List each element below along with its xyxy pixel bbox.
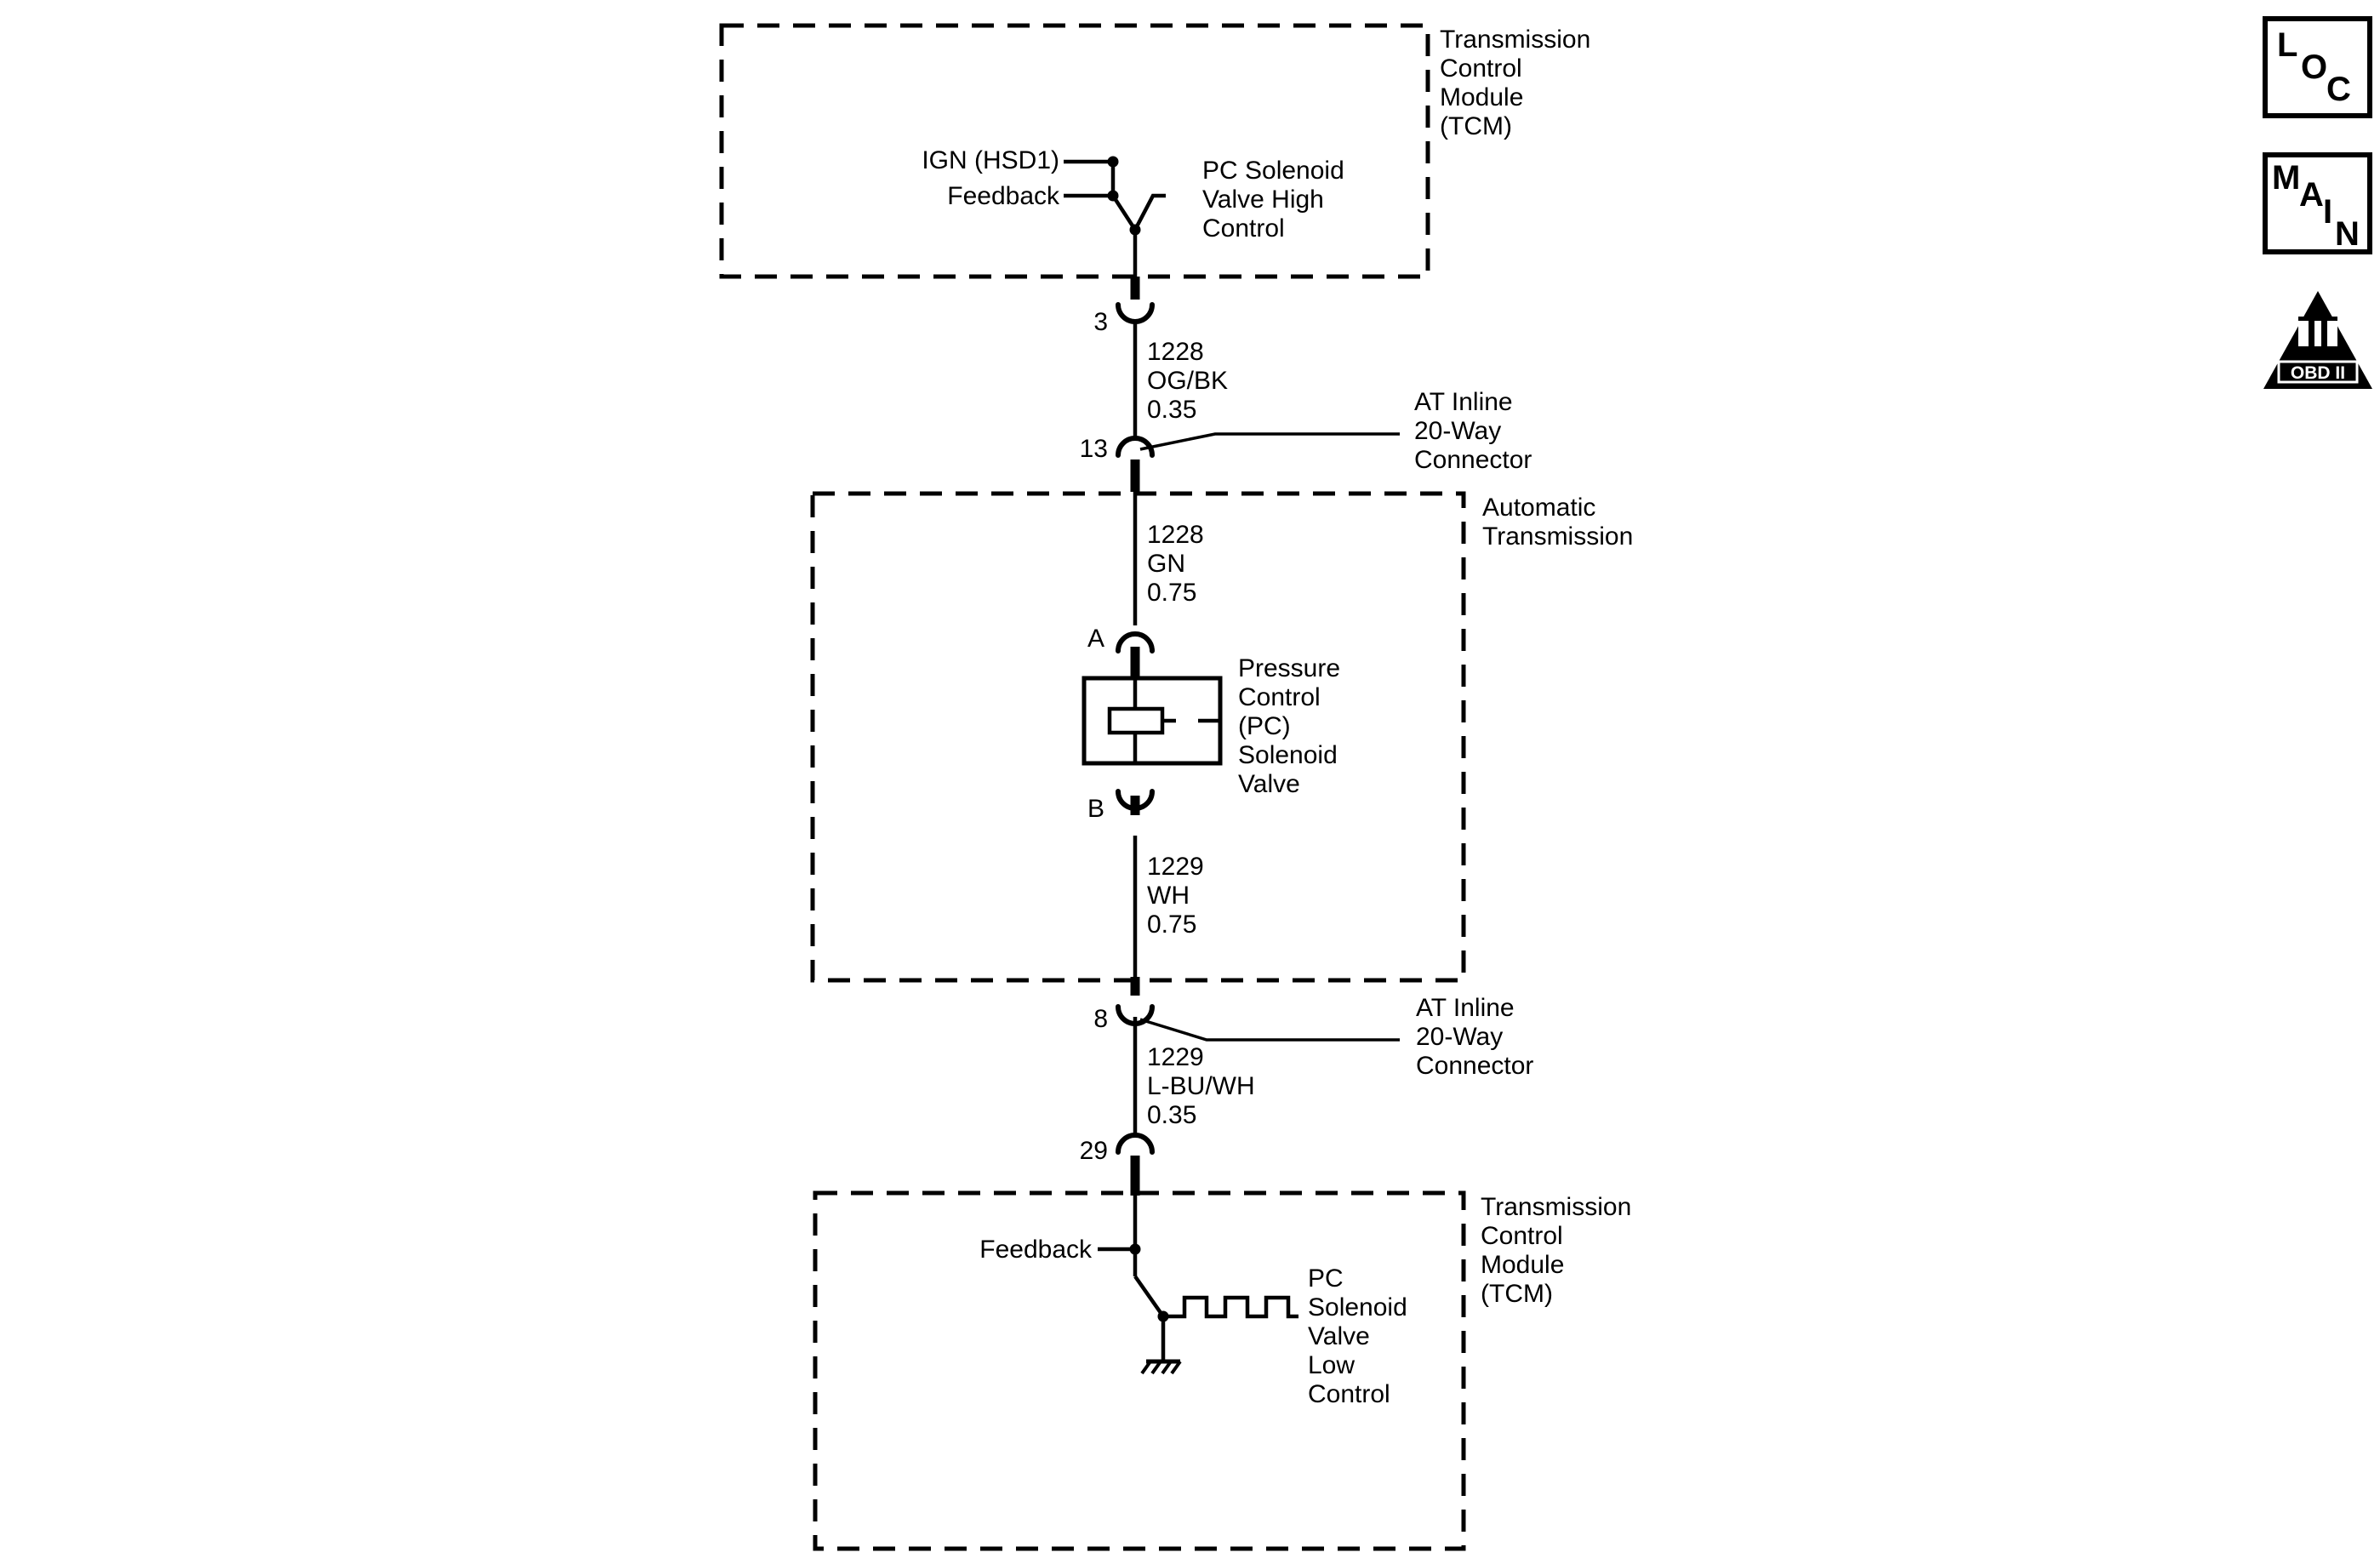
- switch-node-top: [1129, 224, 1141, 236]
- main-icon[interactable]: M A I N: [2263, 152, 2372, 254]
- low-control-line-4: Low: [1308, 1351, 1355, 1379]
- pin-8-contact: [1116, 1004, 1155, 1026]
- tcm-bottom-boundary: [813, 1190, 1466, 1551]
- low-control-line-1: PC: [1308, 1264, 1344, 1293]
- loc-letter-o: O: [2301, 49, 2327, 86]
- wire-w4-label: 1229 L-BU/WH 0.35: [1147, 1043, 1255, 1129]
- pin-a-contact: [1116, 631, 1155, 654]
- main-letter-a: A: [2299, 176, 2324, 214]
- pin-29-contact: [1116, 1133, 1155, 1155]
- pin-label-3: 3: [1093, 308, 1108, 336]
- wire-w2-color: GN: [1147, 550, 1185, 578]
- wire-w3-circuit: 1229: [1147, 853, 1204, 881]
- pin-label-b: B: [1087, 795, 1104, 823]
- low-control-line-3: Valve: [1308, 1322, 1370, 1350]
- wire-w1-color: OG/BK: [1147, 367, 1228, 395]
- wire-w1-label: 1228 OG/BK 0.35: [1147, 338, 1228, 424]
- inline-upper-leader: [1139, 432, 1400, 451]
- solenoid-label-line-2: Control: [1238, 683, 1321, 711]
- feedback-label-top: Feedback: [947, 182, 1060, 210]
- feedback-node-bottom: [1129, 1243, 1141, 1255]
- feedback-label-bottom: Feedback: [979, 1236, 1093, 1264]
- inline-connector-upper: AT Inline 20-Way Connector: [1139, 388, 1532, 474]
- inline-lower-line-3: Connector: [1416, 1052, 1533, 1080]
- inline-lower-line-1: AT Inline: [1416, 994, 1515, 1022]
- connector-arcs: [1116, 302, 1155, 1155]
- low-side-switch-arm: [1133, 1275, 1165, 1318]
- main-letter-i: I: [2323, 193, 2332, 231]
- main-letter-n: N: [2335, 215, 2360, 253]
- wire-w1-gauge: 0.35: [1147, 396, 1196, 424]
- tcm-top-title-line-3: Module: [1440, 83, 1523, 111]
- automatic-transmission-title-line-2: Transmission: [1482, 522, 1633, 551]
- automatic-transmission-title-line-1: Automatic: [1482, 494, 1595, 522]
- solenoid-housing: [1082, 676, 1223, 766]
- main-letter-m: M: [2272, 159, 2300, 197]
- solenoid-label-line-1: Pressure: [1238, 654, 1340, 682]
- tcm-bottom-module: Transmission Control Module (TCM) Feedba…: [813, 1190, 1631, 1551]
- switch-arm-left: [1111, 194, 1137, 231]
- inline-lower-line-2: 20-Way: [1416, 1023, 1503, 1051]
- tcm-top-title-line-4: (TCM): [1440, 112, 1512, 140]
- obd-ii-label: OBD II: [2291, 363, 2345, 383]
- wire-w4-gauge: 0.35: [1147, 1101, 1196, 1129]
- inline-upper-line-3: Connector: [1414, 446, 1532, 474]
- obd-ii-icon[interactable]: OBD II: [2263, 291, 2372, 389]
- tcm-top-module: Transmission Control Module (TCM) IGN (H…: [719, 23, 1590, 279]
- wire-w2-gauge: 0.75: [1147, 579, 1196, 607]
- pin-label-a: A: [1087, 625, 1104, 653]
- solenoid-label-line-3: (PC): [1238, 712, 1291, 740]
- wire-w3-gauge: 0.75: [1147, 910, 1196, 939]
- ign-node: [1107, 156, 1119, 168]
- pin-label-29: 29: [1080, 1137, 1108, 1165]
- solenoid-coil-icon: [1107, 706, 1165, 735]
- tcm-bottom-title-line-1: Transmission: [1481, 1193, 1631, 1221]
- low-control-line-2: Solenoid: [1308, 1293, 1407, 1321]
- pin-label-8: 8: [1093, 1005, 1108, 1033]
- automatic-transmission-module: Automatic Transmission Pressure Control …: [810, 491, 1633, 983]
- pin-3-contact: [1116, 302, 1155, 324]
- tcm-bottom-title-line-2: Control: [1481, 1222, 1563, 1250]
- wire-w1-circuit: 1228: [1147, 338, 1204, 366]
- switch-arm-right: [1133, 193, 1166, 231]
- high-control-line-3: Control: [1202, 214, 1285, 243]
- solenoid-label-line-5: Valve: [1238, 770, 1300, 798]
- inline-connector-lower: AT Inline 20-Way Connector: [1139, 994, 1533, 1080]
- wire-w3-label: 1229 WH 0.75: [1147, 853, 1204, 939]
- loc-letter-c: C: [2326, 71, 2351, 108]
- pin-b-contact: [1116, 789, 1155, 811]
- loc-letter-l: L: [2277, 26, 2297, 64]
- low-control-line-5: Control: [1308, 1380, 1390, 1408]
- inline-upper-line-1: AT Inline: [1414, 388, 1513, 416]
- solenoid-label-line-4: Solenoid: [1238, 741, 1338, 769]
- wire-w2-circuit: 1228: [1147, 521, 1204, 549]
- tcm-bottom-title-line-3: Module: [1481, 1251, 1564, 1279]
- tcm-bottom-title-line-4: (TCM): [1481, 1280, 1553, 1308]
- ground-icon: [1140, 1359, 1182, 1375]
- wire-w3-color: WH: [1147, 882, 1190, 910]
- pc-solenoid-valve: [1082, 676, 1223, 766]
- inline-upper-line-2: 20-Way: [1414, 417, 1501, 445]
- feedback-node-top: [1107, 190, 1119, 202]
- wire-w4-circuit: 1229: [1147, 1043, 1204, 1071]
- high-control-line-1: PC Solenoid: [1202, 157, 1344, 185]
- ign-label: IGN (HSD1): [922, 146, 1059, 174]
- tcm-top-title-line-1: Transmission: [1440, 26, 1590, 54]
- loc-icon[interactable]: L O C: [2263, 16, 2372, 118]
- pin-label-13: 13: [1080, 435, 1108, 463]
- tcm-top-boundary: [719, 23, 1430, 279]
- inline-lower-leader: [1139, 1018, 1400, 1042]
- high-control-line-2: Valve High: [1202, 186, 1324, 214]
- tcm-top-title-line-2: Control: [1440, 54, 1522, 83]
- pwm-waveform-icon: [1163, 1295, 1298, 1319]
- wire-w2-label: 1228 GN 0.75: [1147, 521, 1204, 607]
- wire-w4-color: L-BU/WH: [1147, 1072, 1255, 1100]
- automatic-transmission-boundary: [810, 491, 1466, 983]
